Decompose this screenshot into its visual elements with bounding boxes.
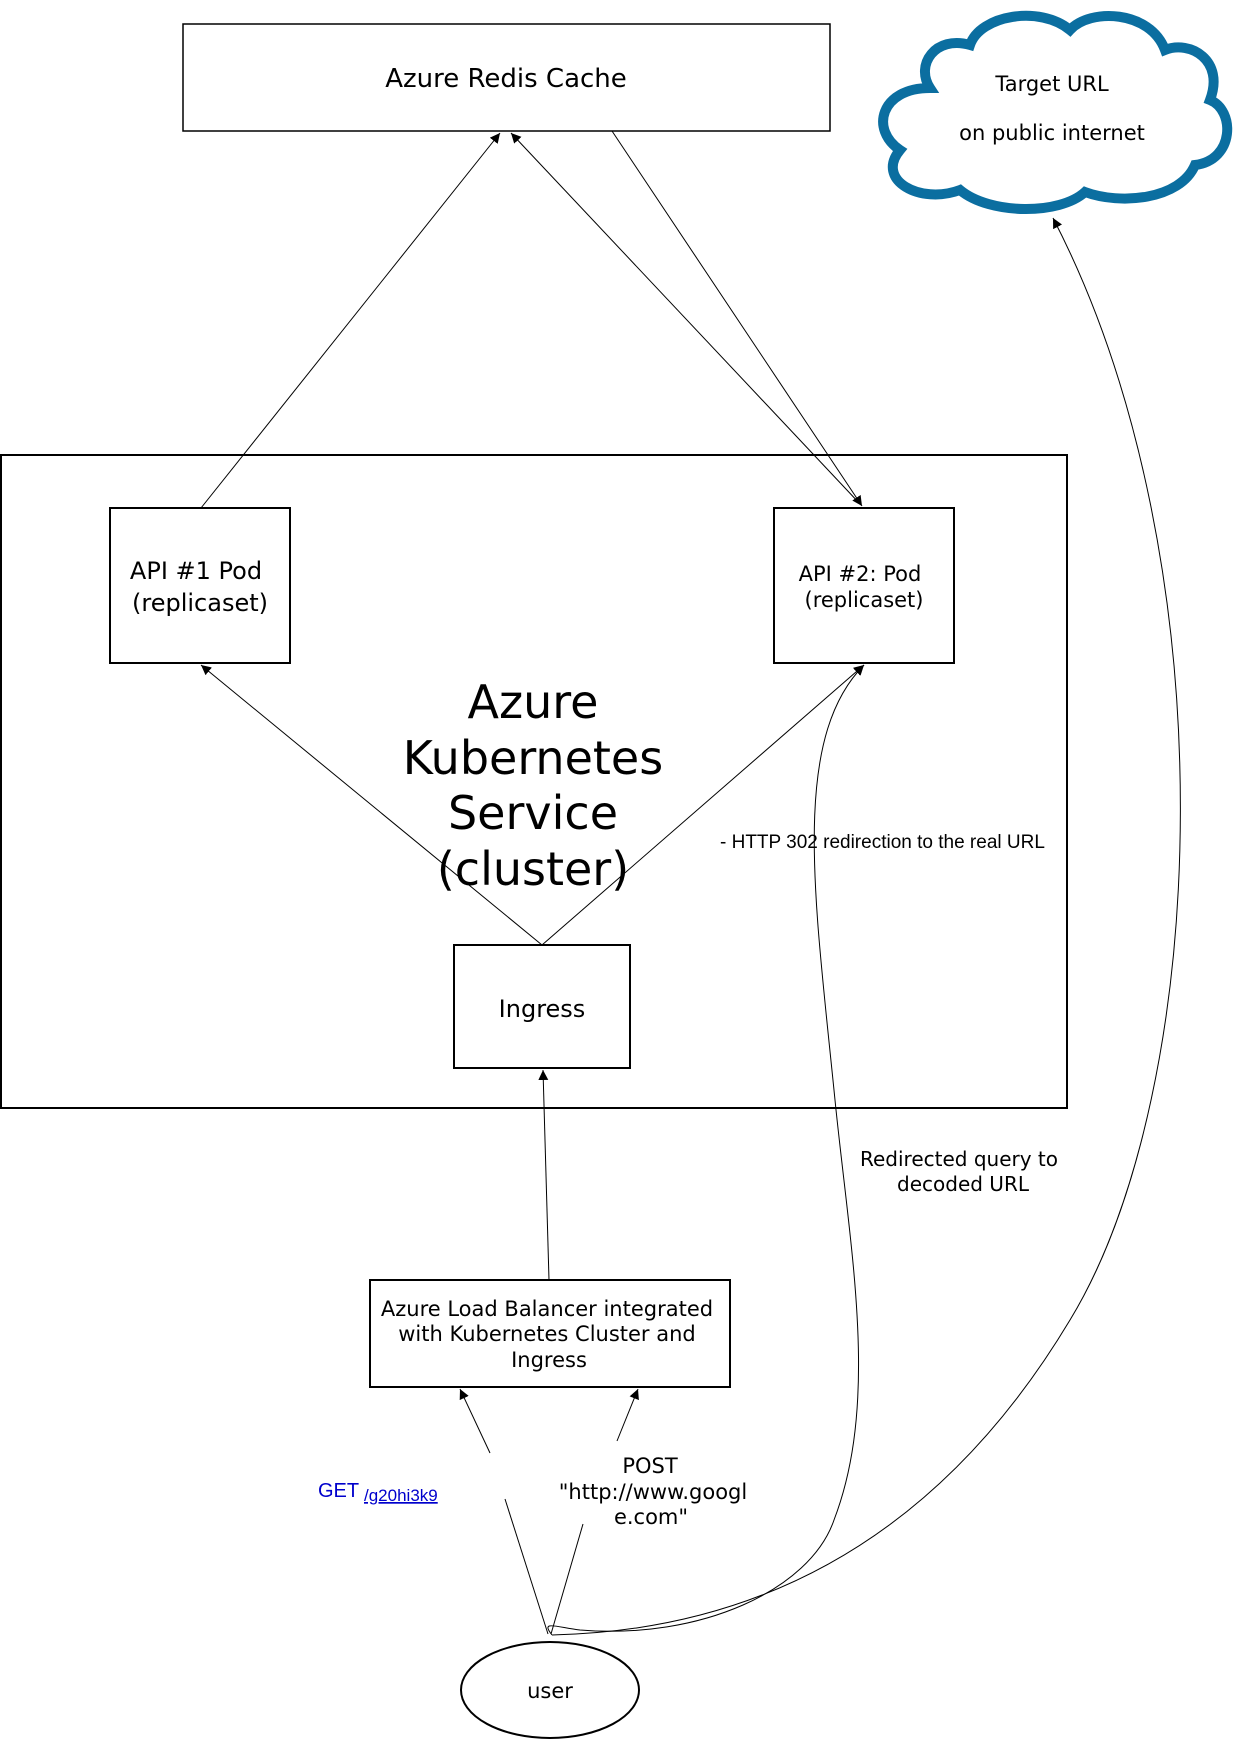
edge-user-to-target-url: [551, 217, 1181, 1636]
load-balancer-node[interactable]: Azure Load Balancer integrated with Kube…: [369, 1279, 731, 1388]
ingress-label: Ingress: [499, 995, 586, 1023]
load-balancer-line-3: Ingress: [511, 1348, 587, 1372]
edge-api1-to-redis: [200, 132, 501, 509]
edge-ingress-to-api1: [200, 664, 543, 946]
api1-pod-node[interactable]: API #1 Pod (replicaset): [109, 507, 291, 664]
target-url-cloud[interactable]: Target URL on public internet: [878, 10, 1233, 214]
edge-user-to-lb-post-upper: [616, 1388, 639, 1442]
get-path-link[interactable]: /g20hi3k9: [364, 1486, 438, 1505]
aks-title-line-2: Kubernetes: [403, 731, 663, 785]
post-label-line-2: "http://www.googl: [559, 1480, 747, 1504]
http-302-label: - HTTP 302 redirection to the real URL: [720, 832, 1045, 853]
api2-replicaset-label: (replicaset): [805, 588, 924, 612]
edge-api2-to-redis: [510, 132, 862, 506]
target-url-label: Target URL: [994, 72, 1109, 96]
aks-title-line-3: Service: [448, 786, 618, 840]
aks-cluster-boundary[interactable]: Azure Kubernetes Service (cluster): [0, 454, 1068, 1109]
aks-title-line-1: Azure: [468, 675, 599, 729]
load-balancer-line-2: with Kubernetes Cluster and: [398, 1322, 696, 1346]
public-internet-label: on public internet: [959, 121, 1145, 145]
edge-lb-to-ingress: [538, 1069, 550, 1281]
ingress-node[interactable]: Ingress: [453, 944, 631, 1069]
edge-user-to-lb-get-lower: [504, 1498, 549, 1635]
user-node[interactable]: user: [460, 1641, 640, 1739]
api1-replicaset-label: (replicaset): [132, 589, 268, 617]
redis-cache-label: Azure Redis Cache: [385, 64, 627, 94]
get-request-label: GET /g20hi3k9: [318, 1480, 438, 1505]
edge-redis-to-api2: [611, 130, 863, 507]
redirected-query-line-1: Redirected query to: [860, 1147, 1058, 1171]
redirected-query-line-2: decoded URL: [897, 1172, 1030, 1196]
edge-ingress-to-api2: [541, 664, 865, 946]
edge-user-to-api2-redirected: [547, 664, 865, 1636]
get-method-label: GET: [318, 1480, 359, 1502]
api1-pod-label: API #1 Pod: [130, 557, 262, 585]
api2-pod-node[interactable]: API #2: Pod (replicaset): [773, 507, 955, 664]
post-label-line-3: e.com": [614, 1505, 688, 1529]
load-balancer-line-1: Azure Load Balancer integrated: [381, 1297, 713, 1321]
aks-title-line-4: (cluster): [437, 842, 629, 896]
post-label-line-1: POST: [622, 1454, 678, 1478]
redis-cache-node[interactable]: Azure Redis Cache: [182, 23, 831, 132]
edge-user-to-lb-get-upper: [459, 1388, 491, 1454]
edge-user-to-lb-post-lower: [550, 1523, 584, 1635]
api2-pod-label: API #2: Pod: [799, 562, 922, 586]
user-label: user: [527, 1679, 573, 1703]
cloud-shape: [878, 10, 1233, 214]
